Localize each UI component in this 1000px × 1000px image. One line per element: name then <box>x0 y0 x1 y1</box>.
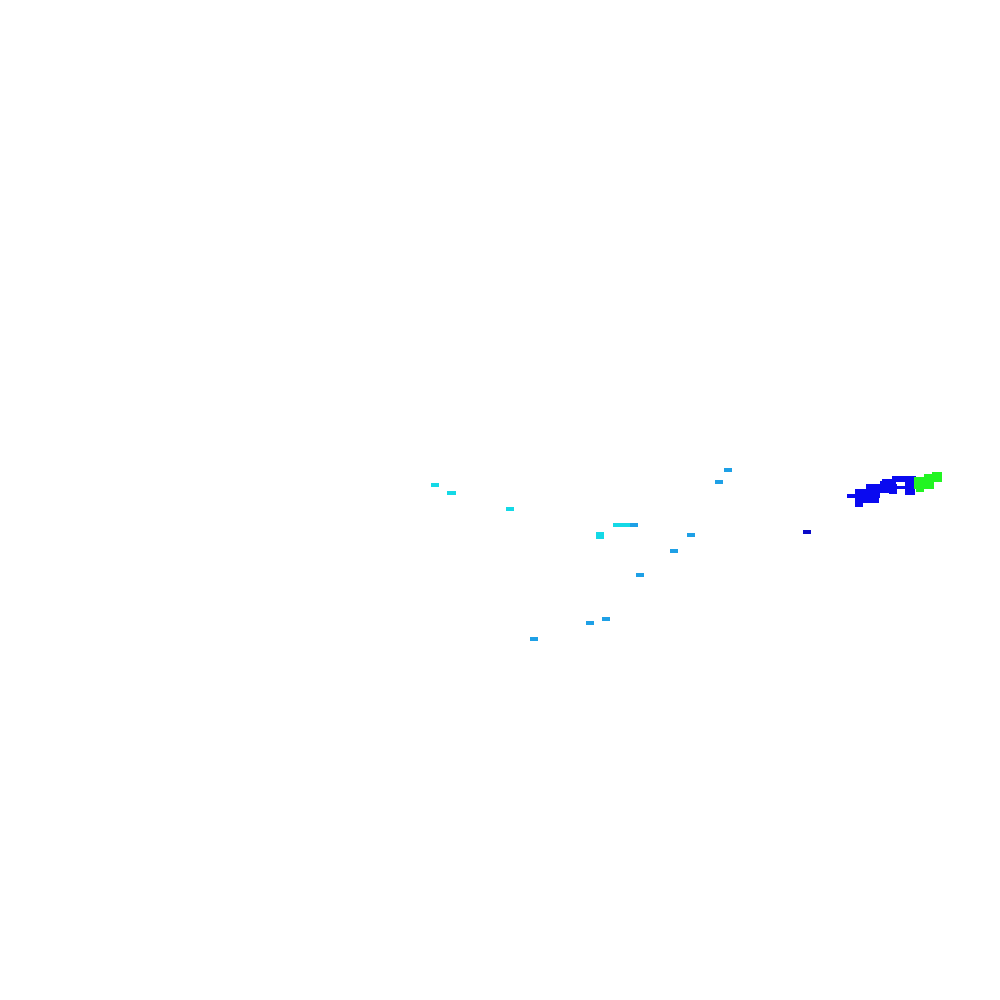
radar-cell-light-blue <box>586 621 594 625</box>
radar-cell-light-blue <box>687 533 695 537</box>
radar-cell-blue <box>882 479 896 485</box>
radar-cell-green <box>932 472 942 482</box>
radar-cell-light-blue <box>670 549 678 553</box>
radar-cell-light-blue <box>530 637 538 641</box>
radar-cell-blue <box>889 484 897 494</box>
radar-cell-light-blue <box>630 523 638 527</box>
radar-cell-cyan <box>431 483 439 487</box>
radar-cell-light-blue <box>602 617 610 621</box>
radar-cell-cyan <box>596 532 604 539</box>
radar-cell-blue <box>863 497 879 503</box>
radar-cell-blue <box>892 476 916 482</box>
radar-cell-blue <box>847 494 859 498</box>
radar-cell-blue <box>866 484 884 492</box>
radar-cell-blue <box>880 481 890 493</box>
radar-cell-dark-blue <box>803 530 811 534</box>
radar-cell-green <box>916 486 924 492</box>
radar-cell-blue <box>897 486 907 489</box>
precipitation-cells <box>431 468 942 641</box>
radar-cell-blue <box>855 497 863 507</box>
radar-cell-cyan <box>447 491 456 495</box>
radar-cell-blue <box>855 489 880 498</box>
radar-cell-green <box>924 474 936 482</box>
radar-cell-light-blue <box>724 468 732 472</box>
radar-cell-blue <box>905 482 915 495</box>
radar-cell-cyan <box>506 507 514 511</box>
radar-cell-light-blue <box>636 573 644 577</box>
radar-cell-cyan <box>613 523 631 527</box>
radar-cell-light-blue <box>715 480 723 484</box>
